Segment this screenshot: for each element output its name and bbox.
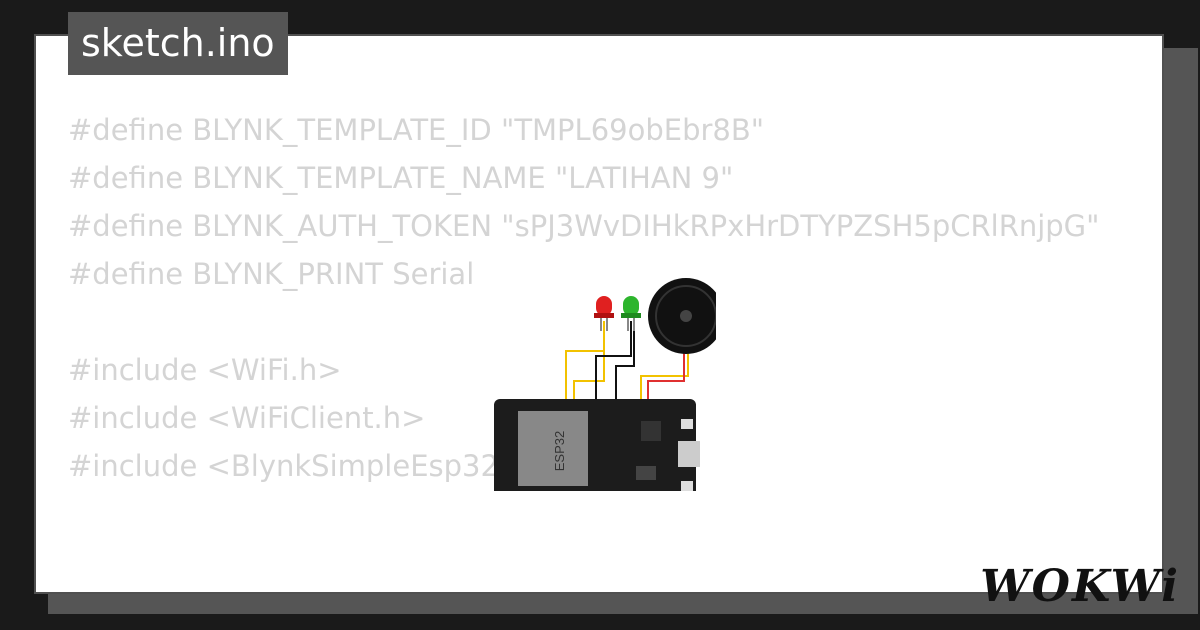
code-line — [68, 538, 1100, 586]
wokwi-logo: WOKWi — [980, 561, 1180, 612]
code-line: #define BLYNK_TEMPLATE_ID "TMPL69obEbr8B… — [68, 113, 765, 147]
chip-label: ESP32 — [552, 431, 567, 471]
green-led — [621, 296, 641, 331]
code-line: #define BLYNK_PRINT Serial — [68, 257, 475, 291]
code-line: #include <WiFi.h> — [68, 353, 342, 387]
code-line: #define BLYNK_TEMPLATE_NAME "LATIHAN 9" — [68, 161, 734, 195]
file-tab[interactable]: sketch.ino — [68, 12, 288, 75]
code-line — [68, 490, 1100, 538]
code-line: #include <WiFiClient.h> — [68, 401, 426, 435]
circuit-diagram: ESP32 — [494, 278, 716, 491]
code-card: #define BLYNK_TEMPLATE_ID "TMPL69obEbr8B… — [34, 34, 1164, 594]
wire-yellow — [565, 321, 605, 399]
code-line: char auth[] = BLYNK_AUTH_TOKEN; — [68, 586, 1100, 592]
esp32-board: ESP32 — [494, 399, 700, 491]
code-line: #include <BlynkSimpleEsp32.h> — [68, 449, 551, 483]
code-line: #define BLYNK_AUTH_TOKEN "sPJ3WvDIHkRPxH… — [68, 209, 1100, 243]
red-led — [594, 296, 614, 331]
buzzer — [648, 278, 716, 354]
code-editor: #define BLYNK_TEMPLATE_ID "TMPL69obEbr8B… — [68, 106, 1100, 592]
